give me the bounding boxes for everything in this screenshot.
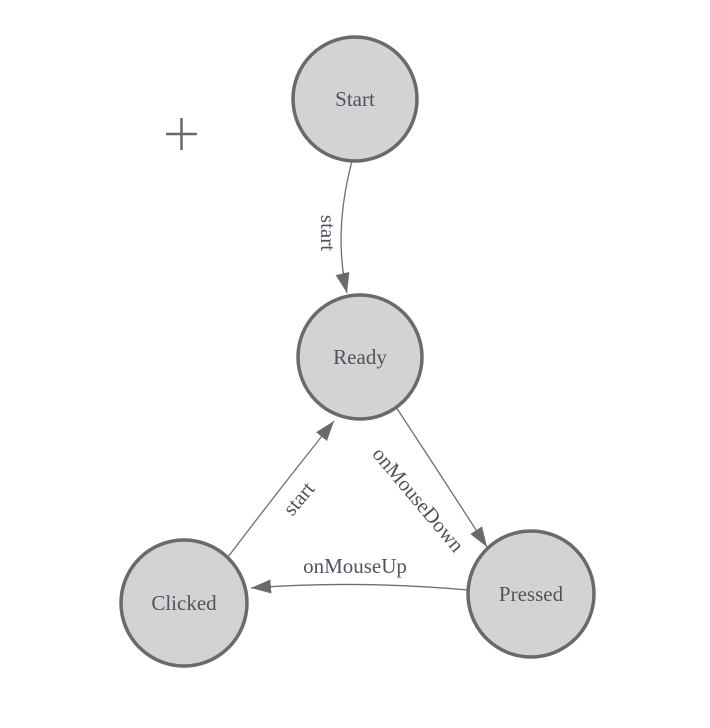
state-circle-pressed[interactable] [466,529,596,659]
transition-edge-ready-pressed[interactable] [395,406,488,548]
state-label-clicked: Clicked [151,591,217,615]
state-circle-ready[interactable] [296,293,424,421]
transition-edge-pressed-clicked[interactable] [250,579,469,594]
state-label-ready: Ready [333,345,387,369]
state-node-ready[interactable]: Ready [296,293,424,421]
transition-label-start-ready[interactable]: start [316,215,340,251]
transition-label-pressed-clicked[interactable]: onMouseUp [303,554,407,578]
state-circle-start[interactable] [291,35,419,163]
state-node-pressed[interactable]: Pressed [466,529,596,659]
state-label-start: Start [335,87,375,111]
transition-edge-clicked-ready[interactable] [227,420,335,558]
plus-cursor-icon [166,118,197,150]
transition-edge-start-ready[interactable] [335,160,353,294]
state-node-clicked[interactable]: Clicked [119,538,249,668]
transition-label-ready-pressed[interactable]: onMouseDown [368,442,470,557]
nodes-layer: Start Ready Clicked Pressed [119,35,596,668]
state-circle-clicked[interactable] [119,538,249,668]
state-node-start[interactable]: Start [291,35,419,163]
state-label-pressed: Pressed [499,582,564,606]
